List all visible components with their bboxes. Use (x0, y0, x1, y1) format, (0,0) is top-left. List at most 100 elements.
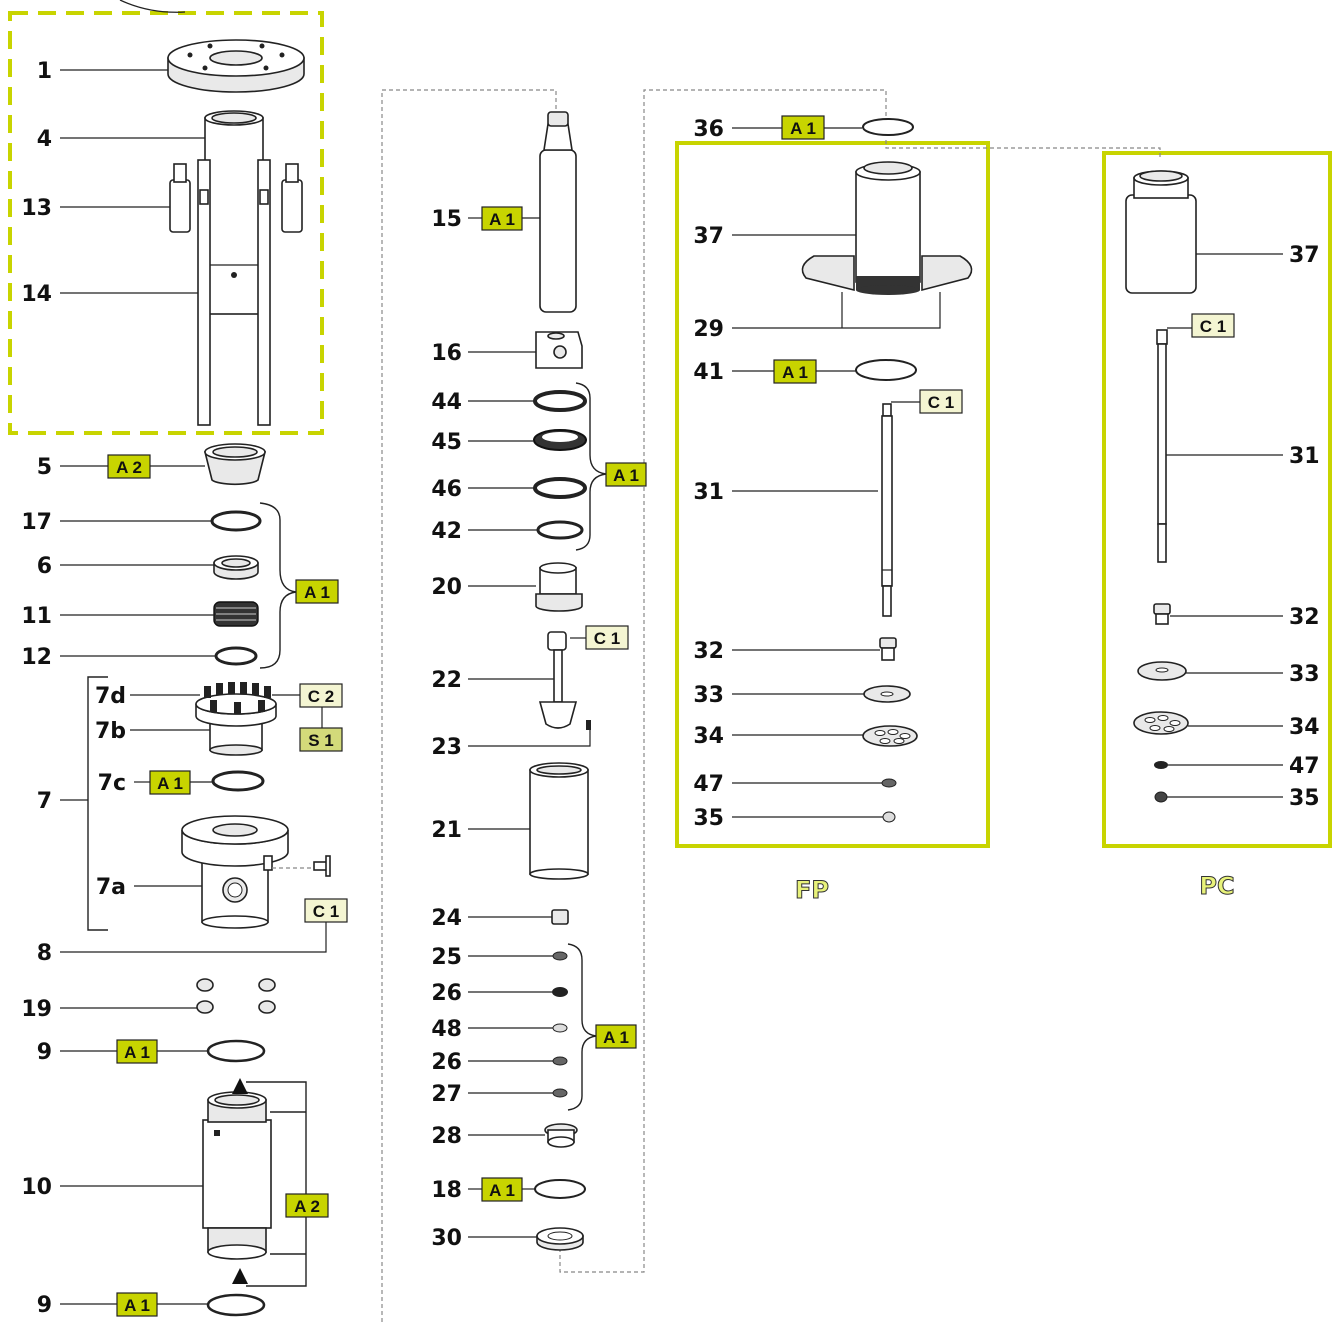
pc-part-32-cap (1153, 603, 1171, 625)
num-7c: 7c (98, 771, 126, 796)
part-46-ring (533, 477, 587, 499)
fp-part-47-washer (881, 778, 897, 788)
tag-22: C 1 (585, 625, 629, 650)
part-17-o-ring (210, 510, 262, 532)
pc-part-31-rod (1156, 329, 1168, 563)
num-28: 28 (431, 1124, 462, 1149)
num-27: 27 (431, 1082, 462, 1107)
fp-num-29: 29 (693, 317, 724, 342)
fp-frame (675, 141, 990, 848)
part-7a-valve-body (181, 815, 289, 929)
tag-36: A 1 (781, 115, 825, 140)
pc-leaders (1166, 253, 1283, 798)
part-19-nuts (196, 978, 276, 1014)
num-26-a: 26 (431, 981, 462, 1006)
num-44: 44 (431, 390, 462, 415)
part-12-o-ring (214, 646, 258, 666)
tag-7a: C 1 (304, 898, 348, 923)
pc-frame (1102, 151, 1332, 848)
tag-18-label: A 1 (489, 1181, 515, 1200)
tag-9-top: A 1 (116, 1039, 158, 1064)
num-7: 7 (37, 789, 52, 814)
tag-group-3-label: A 1 (603, 1028, 629, 1047)
num-11: 11 (21, 604, 52, 629)
fp-part-41-o-ring (855, 359, 917, 381)
num-23: 23 (431, 735, 462, 760)
pc-num-37: 37 (1289, 243, 1320, 268)
tag-15: A 1 (481, 206, 523, 231)
num-6: 6 (37, 554, 52, 579)
pc-num-35: 35 (1289, 786, 1320, 811)
part-20-bushing (535, 562, 583, 612)
fp-numbers: 36 37 29 41 31 32 33 34 47 35 (693, 117, 724, 831)
fp-num-34: 34 (693, 724, 724, 749)
fp-num-36: 36 (693, 117, 724, 142)
part-21-cylinder (529, 762, 589, 880)
tag-41: A 1 (773, 359, 817, 384)
fp-part-33-washer (863, 685, 911, 703)
tag-10-label: A 2 (294, 1197, 320, 1216)
tag-22-label: C 1 (594, 629, 620, 648)
num-9-top: 9 (37, 1040, 52, 1065)
tag-group-2: A 1 (605, 462, 647, 487)
pc-num-34: 34 (1289, 715, 1320, 740)
frame-curl (119, 0, 186, 13)
part-9-o-ring-top (206, 1039, 266, 1063)
dashed-connector-fp-pc (885, 140, 1161, 160)
num-22: 22 (431, 668, 462, 693)
fp-part-35-nut (882, 811, 896, 823)
num-16: 16 (431, 341, 462, 366)
fp-num-35: 35 (693, 806, 724, 831)
num-19: 19 (21, 997, 52, 1022)
part-30-foot-valve (536, 1227, 584, 1251)
fp-part-36-o-ring (862, 118, 914, 136)
pc-num-47: 47 (1289, 754, 1320, 779)
fp-num-33: 33 (693, 683, 724, 708)
tag-7b: S 1 (299, 727, 343, 752)
dashed-connector-col1-col2 (381, 89, 557, 1322)
num-15: 15 (431, 207, 462, 232)
fp-num-47: 47 (693, 772, 724, 797)
fp-part-29-half-rings (801, 255, 973, 292)
connector-10 (246, 1081, 307, 1287)
part-10-cylinder (202, 1091, 272, 1260)
tag-15-label: A 1 (489, 210, 515, 229)
tag-7c: A 1 (149, 770, 191, 795)
num-17: 17 (21, 510, 52, 535)
part-11-packing (213, 601, 259, 627)
tag-group-1-label: A 1 (304, 583, 330, 602)
part-25-to-27-stack (552, 951, 568, 1098)
variant-label-pc: PC (1199, 872, 1234, 900)
pc-part-34-valve-plate (1133, 711, 1189, 735)
tag-5-label: A 2 (116, 458, 142, 477)
part-44-ring (533, 390, 587, 412)
part-45-packing (533, 429, 587, 451)
pc-num-33: 33 (1289, 662, 1320, 687)
num-10: 10 (21, 1175, 52, 1200)
part-15-pump-rod (539, 111, 577, 313)
num-48: 48 (431, 1017, 462, 1042)
part-8-valve (272, 855, 331, 877)
num-5: 5 (37, 455, 52, 480)
tag-41-label: A 1 (782, 363, 808, 382)
num-12: 12 (21, 645, 52, 670)
part-7d-bolts (204, 682, 271, 714)
num-13: 13 (21, 196, 52, 221)
num-7a: 7a (96, 875, 126, 900)
pc-part-35-nut (1154, 791, 1168, 803)
num-42: 42 (431, 519, 462, 544)
num-8: 8 (37, 941, 52, 966)
num-14: 14 (21, 282, 52, 307)
num-21: 21 (431, 818, 462, 843)
tag-31-fp: C 1 (919, 389, 963, 414)
part-4-cylinder (204, 110, 264, 315)
part-18-o-ring (534, 1179, 586, 1199)
tag-7d-label: C 2 (308, 687, 334, 706)
part-16-coupler (535, 331, 583, 369)
num-30: 30 (431, 1226, 462, 1251)
tag-18: A 1 (481, 1177, 523, 1202)
fp-num-41: 41 (693, 360, 724, 385)
tag-31-pc-label: C 1 (1200, 317, 1226, 336)
pc-part-37-cylinder (1125, 170, 1197, 294)
